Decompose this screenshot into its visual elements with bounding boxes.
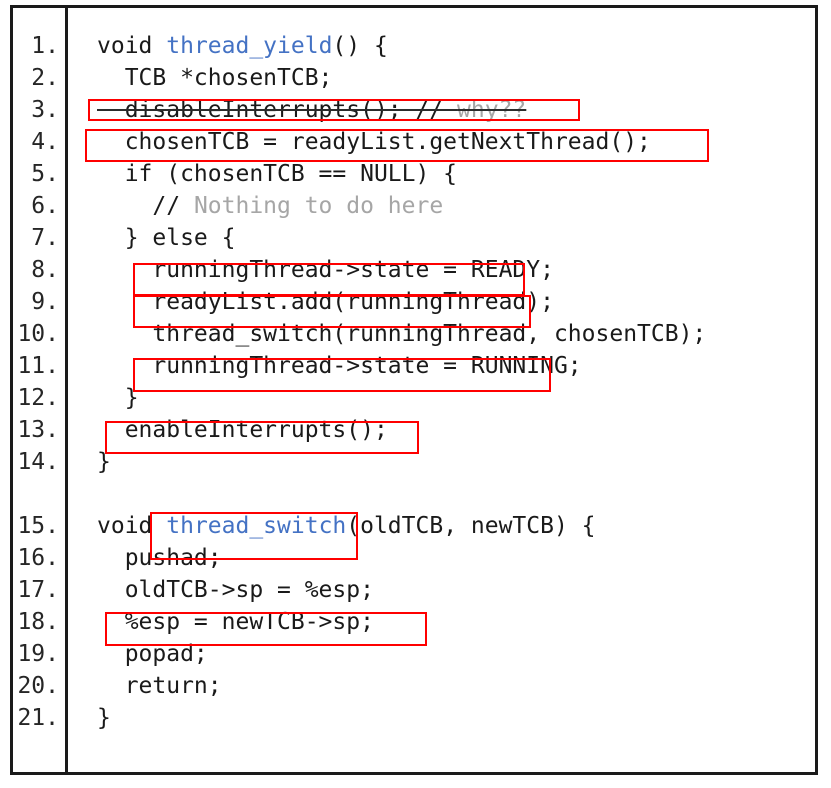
keyword-void: void bbox=[97, 513, 167, 539]
code-line-10: thread_switch(runningThread, chosenTCB); bbox=[97, 321, 707, 347]
line-number: 4. bbox=[31, 129, 59, 155]
code-line-19: popad; bbox=[97, 641, 208, 667]
function-name-thread-yield: thread_yield bbox=[166, 33, 333, 59]
code-listing-frame: 1. 2. 3. 4. 5. 6. 7. 8. 9. 10. 11. 12. 1… bbox=[10, 5, 818, 775]
code-line-14: } bbox=[97, 449, 111, 475]
code-line-1: void thread_yield() { bbox=[71, 30, 815, 62]
line-number: 11. bbox=[17, 353, 59, 379]
code-line-8: runningThread->state = READY; bbox=[97, 257, 554, 283]
line-number: 13. bbox=[17, 417, 59, 443]
line-number: 6. bbox=[31, 193, 59, 219]
line-number: 21. bbox=[17, 705, 59, 731]
comment-slashes: // bbox=[415, 97, 458, 123]
code-line-3: disableInterrupts(); // why?? bbox=[71, 94, 815, 126]
line-number: 5. bbox=[31, 161, 59, 187]
comment-slashes: // bbox=[97, 193, 194, 219]
line-number: 14. bbox=[17, 449, 59, 475]
line-number: 3. bbox=[31, 97, 59, 123]
code-line-7: } else { bbox=[97, 225, 236, 251]
code-line-18: %esp = newTCB->sp; bbox=[97, 609, 374, 635]
code-line-1-tail: () { bbox=[332, 33, 388, 59]
line-number-blank bbox=[13, 478, 65, 510]
line-number: 17. bbox=[17, 577, 59, 603]
line-number: 15. bbox=[17, 513, 59, 539]
code-line-2: TCB *chosenTCB; bbox=[97, 65, 333, 91]
code-line-5: if (chosenTCB == NULL) { bbox=[97, 161, 458, 187]
line-number: 19. bbox=[17, 641, 59, 667]
line-number: 9. bbox=[31, 289, 59, 315]
code-line-4: chosenTCB = readyList.getNextThread(); bbox=[97, 129, 651, 155]
code-line-11: runningThread->state = RUNNING; bbox=[97, 353, 582, 379]
code-area: void thread_yield() { TCB *chosenTCB; di… bbox=[71, 30, 815, 772]
comment-nothing-to-do-here: Nothing to do here bbox=[193, 193, 444, 219]
line-number: 8. bbox=[31, 257, 59, 283]
line-number: 10. bbox=[17, 321, 59, 347]
code-line-16: pushad; bbox=[97, 545, 222, 571]
code-line-6: // Nothing to do here bbox=[71, 190, 815, 222]
line-number: 20. bbox=[17, 673, 59, 699]
keyword-void: void bbox=[97, 33, 167, 59]
code-blank-line bbox=[71, 478, 815, 510]
line-number-gutter: 1. 2. 3. 4. 5. 6. 7. 8. 9. 10. 11. 12. 1… bbox=[13, 8, 68, 772]
struck-code-disable-interrupts: disableInterrupts(); bbox=[97, 97, 416, 123]
code-line-9: readyList.add(runningThread); bbox=[97, 289, 554, 315]
code-line-21: } bbox=[97, 705, 111, 731]
code-line-13: enableInterrupts(); bbox=[97, 417, 388, 443]
comment-why: why?? bbox=[457, 97, 527, 123]
line-number: 7. bbox=[31, 225, 59, 251]
code-line-15-tail: (oldTCB, newTCB) { bbox=[346, 513, 596, 539]
line-number: 18. bbox=[17, 609, 59, 635]
line-number: 1. bbox=[31, 33, 59, 59]
line-number: 16. bbox=[17, 545, 59, 571]
function-name-thread-switch: thread_switch bbox=[166, 513, 347, 539]
line-number: 2. bbox=[31, 65, 59, 91]
code-line-17: oldTCB->sp = %esp; bbox=[97, 577, 374, 603]
code-line-15: void thread_switch(oldTCB, newTCB) { bbox=[71, 510, 815, 542]
line-number: 12. bbox=[17, 385, 59, 411]
code-line-12: } bbox=[97, 385, 139, 411]
code-line-20: return; bbox=[97, 673, 222, 699]
